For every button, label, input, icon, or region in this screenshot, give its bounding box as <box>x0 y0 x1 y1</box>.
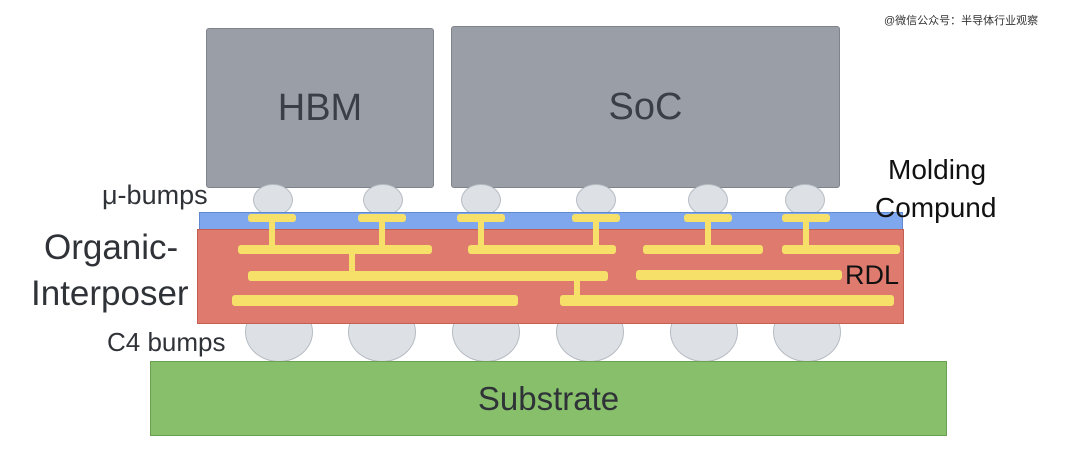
rdl-via <box>803 221 809 246</box>
molding-label-line1: Molding <box>888 154 987 185</box>
rdl-pad <box>457 214 505 222</box>
organic-interposer <box>197 214 904 324</box>
rdl-label: RDL <box>845 260 900 290</box>
rdl-line <box>468 245 616 254</box>
rdl-pad <box>248 214 296 222</box>
rdl-pad <box>358 214 406 222</box>
rdl-via <box>379 221 385 246</box>
rdl-line <box>232 295 518 306</box>
hbm-label: HBM <box>277 86 363 129</box>
hbm-die: HBM <box>206 28 434 188</box>
micro-bump <box>253 184 293 216</box>
rdl-line <box>636 270 842 280</box>
soc-label: SoC <box>608 85 683 128</box>
mu-bumps-label: μ-bumps <box>102 180 208 210</box>
rdl-via <box>574 279 580 299</box>
rdl-pad <box>782 214 830 222</box>
rdl-via <box>478 221 484 246</box>
micro-bump <box>576 184 616 216</box>
substrate: Substrate <box>150 361 947 436</box>
rdl-via <box>593 221 599 246</box>
rdl-line <box>782 245 900 254</box>
watermark: @微信公众号：半导体行业观察 <box>884 15 1039 27</box>
soc-die: SoC <box>451 26 840 188</box>
interposer-label-line2: Interposer <box>31 274 189 313</box>
rdl-line <box>238 245 432 254</box>
rdl-via <box>269 221 275 246</box>
rdl-pad <box>572 214 620 222</box>
interposer-label-line1: Organic- <box>44 228 179 267</box>
rdl-line <box>643 245 763 254</box>
c4-bumps-label: C4 bumps <box>107 327 226 357</box>
rdl-via <box>349 252 355 274</box>
rdl-line <box>560 295 894 306</box>
rdl-pad <box>684 214 732 222</box>
micro-bump <box>363 184 403 216</box>
molding-label-line2: Compund <box>875 192 997 223</box>
rdl-via <box>705 221 711 246</box>
substrate-label: Substrate <box>477 379 620 417</box>
rdl-line <box>248 271 608 281</box>
